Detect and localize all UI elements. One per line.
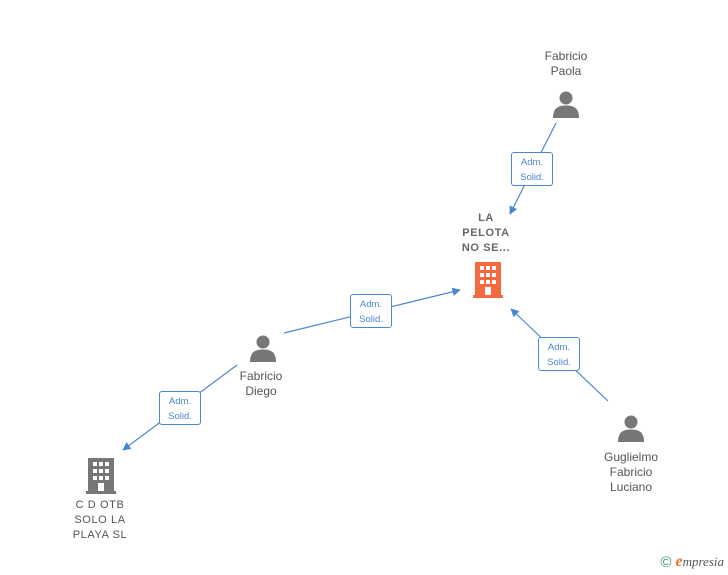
relation-label-diego-cdotb[interactable]: Adm. Solid. <box>159 391 201 425</box>
footer-branding: © e mpresia <box>660 553 724 571</box>
node-label-fabricio-diego: Fabricio Diego <box>239 369 283 398</box>
relation-label-guglielmo[interactable]: Adm. Solid. <box>538 337 580 371</box>
relation-label-line1: Adm. <box>168 396 192 407</box>
node-label-fabricio-paola: Fabricio Paola <box>544 49 588 78</box>
person-icon <box>553 91 579 118</box>
relation-label-line1: Adm. <box>520 157 544 168</box>
building-icon <box>473 262 503 298</box>
relation-label-line2: Solid. <box>547 357 571 368</box>
person-icon <box>618 415 644 442</box>
brand-logo-initial: e <box>675 553 683 570</box>
brand-logo[interactable]: e mpresia <box>675 553 724 571</box>
relation-label-line2: Solid. <box>520 172 544 183</box>
node-label-guglielmo: Guglielmo Fabricio Luciano <box>603 450 659 494</box>
relation-label-paola[interactable]: Adm. Solid. <box>511 152 553 186</box>
node-label-la-pelota: LA PELOTA NO SE... <box>461 212 511 254</box>
relation-label-line1: Adm. <box>547 342 571 353</box>
copyright-icon: © <box>660 553 672 571</box>
relation-label-line1: Adm. <box>359 299 383 310</box>
building-icon <box>86 458 116 494</box>
relation-label-line2: Solid. <box>168 411 192 422</box>
person-icon <box>250 335 276 362</box>
relation-label-line2: Solid. <box>359 314 383 325</box>
node-label-cd-otb: C D OTB SOLO LA PLAYA SL <box>72 499 128 541</box>
relation-label-diego-pelota[interactable]: Adm. Solid. <box>350 294 392 328</box>
brand-logo-text: mpresia <box>682 554 724 569</box>
